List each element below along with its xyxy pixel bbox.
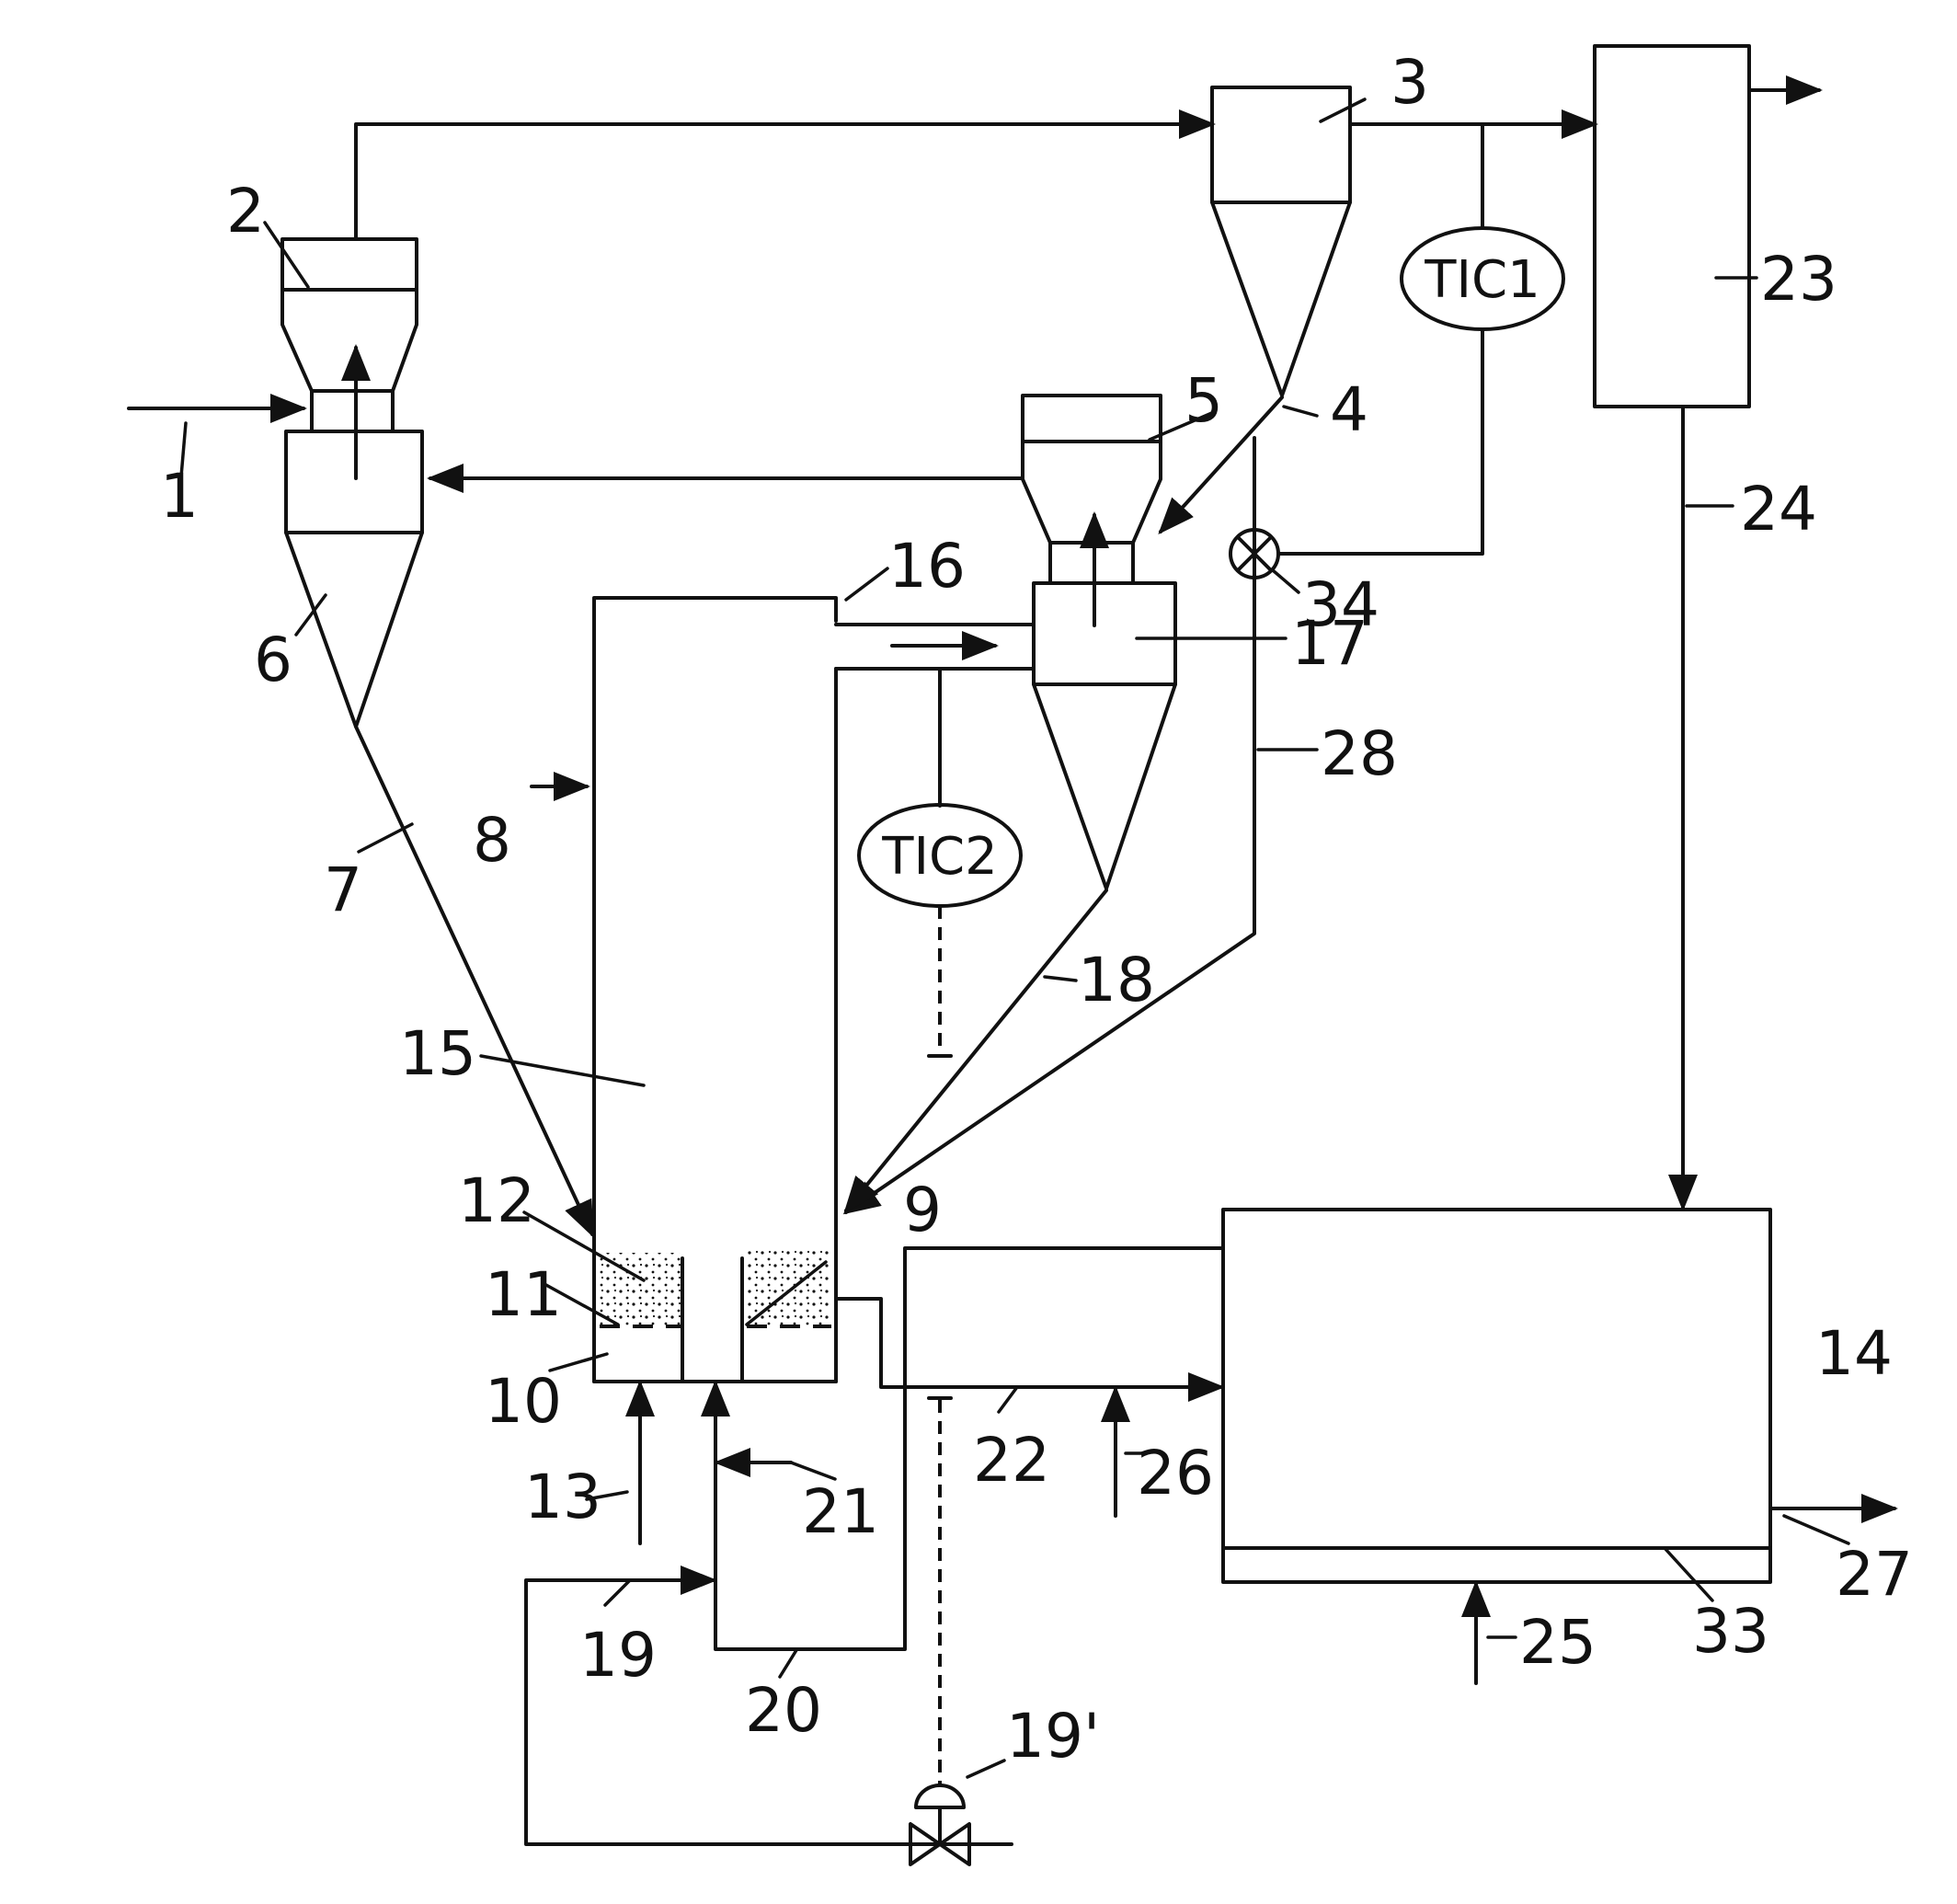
label-28: 28 [1321,718,1398,789]
label-34: 34 [1302,569,1379,640]
controller-tic1: TIC1 [1278,124,1563,554]
label-5: 5 [1184,365,1223,436]
label-13: 13 [524,1462,601,1532]
label-26: 26 [1137,1438,1214,1508]
label-18: 18 [1078,945,1155,1015]
label-3: 3 [1390,47,1429,118]
label-19: 19 [579,1620,657,1691]
label-4: 4 [1330,374,1368,445]
label-19-prime: 19' [1006,1701,1100,1772]
label-11: 11 [485,1259,562,1330]
line-22 [836,1299,1221,1387]
cyclone-3 [1212,87,1350,396]
tic1-label: TIC1 [1424,250,1539,310]
reference-numerals: 1 2 3 4 5 6 7 8 9 10 11 12 13 14 15 16 1… [160,47,1913,1772]
label-1: 1 [160,461,199,532]
leader-lines [181,99,1848,1777]
cyclone-2-6 [282,239,422,727]
label-27: 27 [1836,1539,1913,1610]
reactor-8 [594,598,836,1382]
label-15: 15 [399,1018,476,1089]
tic2-label: TIC2 [881,827,997,887]
label-2: 2 [226,176,265,247]
label-6: 6 [254,625,292,695]
label-9: 9 [903,1175,942,1245]
line-18 [846,890,1106,1210]
cyclone-5-17 [1023,396,1175,889]
label-33: 33 [1692,1596,1769,1667]
control-valve-19p [910,1398,969,1864]
label-10: 10 [485,1366,562,1437]
label-24: 24 [1740,474,1817,545]
unit-23-box [1595,46,1749,407]
label-23: 23 [1760,244,1837,315]
label-22: 22 [973,1425,1050,1496]
label-20: 20 [745,1675,822,1746]
label-21: 21 [802,1476,879,1547]
label-25: 25 [1519,1607,1596,1678]
label-7: 7 [324,855,362,925]
label-16: 16 [888,531,966,602]
line-7 [356,727,592,1234]
label-14: 14 [1815,1318,1893,1389]
line-2-to-3 [356,124,1212,239]
controller-tic2: TIC2 [859,669,1021,1056]
unit-14-box [1223,1210,1770,1582]
label-12: 12 [458,1165,535,1236]
label-8: 8 [473,805,511,876]
